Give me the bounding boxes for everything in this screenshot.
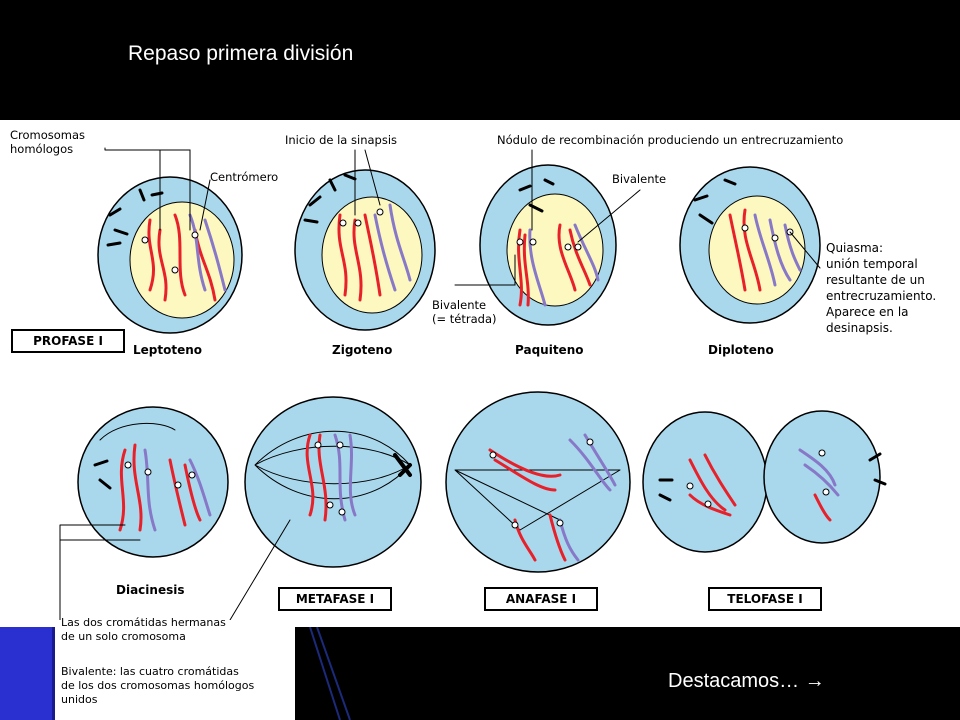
footer-label: Destacamos… [668, 670, 805, 692]
bottom-label-area: Las dos cromátidas hermanas de un solo c… [55, 616, 295, 720]
label-cromatidas-hermanas-1: Las dos cromátidas hermanas [61, 616, 226, 629]
label-quiasma: Quiasma: unión temporal resultante de un… [826, 241, 937, 335]
stage-name-diacinesis: Diacinesis [116, 583, 185, 597]
label-bivalente: Bivalente [612, 172, 667, 186]
label-centromero: Centrómero [210, 170, 279, 184]
cell-diploteno [679, 166, 821, 324]
label-cromatidas-hermanas-2: de un solo cromosoma [61, 630, 186, 643]
label-cromosomas-homologos-2: homólogos [10, 142, 74, 156]
stage-name-diploteno: Diploteno [708, 343, 774, 357]
cell-paquiteno [479, 164, 617, 326]
cell-anafase [445, 391, 631, 573]
blue-accent-edge [52, 627, 55, 720]
stage-box-anafase: ANAFASE I [484, 587, 598, 611]
footer-text: Destacamos… → [668, 670, 825, 693]
arrow-right-icon: → [804, 670, 825, 692]
stage-box-metafase: METAFASE I [278, 587, 392, 611]
label-bivalente-cuatro-1: Bivalente: las cuatro cromátidas [61, 665, 239, 678]
leader-lines [59, 147, 821, 621]
meiosis-illustration [59, 147, 887, 621]
slide-title: Repaso primera división [128, 42, 354, 65]
label-inicio-sinapsis: Inicio de la sinapsis [285, 133, 398, 147]
label-cromosomas-homologos-1: Cromosomas [10, 128, 86, 142]
stage-box-profase: PROFASE I [11, 329, 125, 353]
label-bivalente-cuatro-2: de los dos cromosomas homólogos [61, 679, 255, 692]
blue-accent-block [0, 627, 52, 720]
stage-name-leptoteno: Leptoteno [133, 343, 203, 357]
meiosis-diagram: PROFASE I METAFASE I ANAFASE I TELOFASE … [0, 120, 960, 627]
stage-name-paquiteno: Paquiteno [515, 343, 584, 357]
label-bivalente-tetrada-1: Bivalente [432, 298, 487, 312]
cell-metafase [244, 396, 422, 568]
label-nodulo-recombinacion: Nódulo de recombinación produciendo un e… [497, 133, 844, 147]
cell-zigoteno [294, 169, 436, 331]
label-bivalente-cuatro-3: unidos [61, 693, 98, 706]
cell-telofase [642, 410, 887, 553]
stage-box-telofase: TELOFASE I [708, 587, 822, 611]
label-bivalente-tetrada-2: (= tétrada) [432, 312, 497, 326]
cell-diacinesis [77, 406, 229, 558]
decorative-lines [309, 627, 351, 720]
cell-leptoteno [97, 176, 243, 334]
stage-name-zigoteno: Zigoteno [332, 343, 393, 357]
